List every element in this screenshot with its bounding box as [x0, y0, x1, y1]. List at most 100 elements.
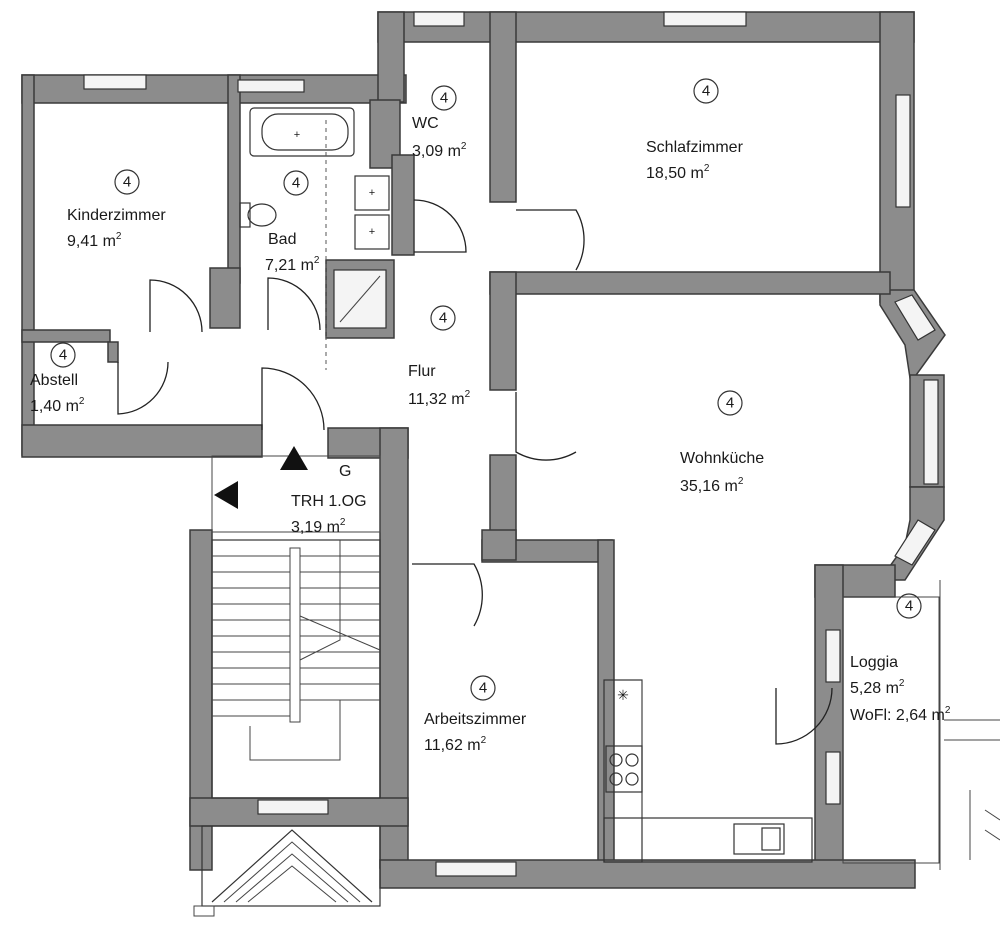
wall-flur-wohn-a — [489, 271, 517, 391]
room-badge-text: 4 — [702, 83, 710, 100]
room-wohnkueche: 4 Wohnküche 35,16 m2 — [680, 390, 764, 495]
room-area: 3,09 m2 — [412, 141, 467, 160]
svg-text:+: + — [369, 226, 375, 238]
window-stair — [257, 799, 329, 815]
room-labels: 4 Kinderzimmer 9,41 m2 4 Bad 7,21 m2 4 W… — [30, 78, 951, 754]
room-badge — [431, 85, 457, 111]
door-abstell — [117, 361, 169, 415]
fixtures: + + + ✳ — [239, 107, 1000, 870]
room-badge-text: 4 — [123, 174, 131, 191]
kitchen-counter-bottom — [603, 817, 813, 863]
window-bay-2 — [923, 379, 939, 485]
room-area: 35,16 m2 — [680, 476, 744, 495]
door-kinder — [149, 279, 203, 333]
room-badge-text: G — [339, 463, 351, 480]
wall-kinder-bottom-a — [21, 329, 111, 343]
room-trh: G TRH 1.OG 3,19 m2 — [291, 463, 367, 536]
room-loggia: 4 Loggia 5,28 m2 WoFl: 2,64 m2 — [850, 593, 951, 724]
room-name: Abstell — [30, 372, 78, 389]
room-name: WC — [412, 115, 439, 132]
bathtub — [249, 107, 355, 157]
door-wc — [413, 199, 467, 253]
bathtub-inner — [261, 113, 349, 151]
loggia-outline — [842, 596, 940, 864]
door-trh — [261, 367, 325, 431]
room-arbeitszimmer: 4 Arbeitszimmer 11,62 m2 — [424, 675, 527, 754]
room-area: 1,40 m2 — [30, 396, 85, 415]
room-badge — [693, 78, 719, 104]
room-name: TRH 1.OG — [291, 493, 367, 510]
toilet-bowl — [247, 203, 277, 227]
room-area: 11,62 m2 — [424, 735, 487, 754]
room-name: Bad — [268, 231, 296, 248]
room-badge-text: 4 — [905, 598, 913, 615]
entry-arrow-up — [280, 446, 308, 470]
stair-box — [211, 539, 381, 799]
wall-loggia-left — [814, 564, 844, 866]
window-loggia-1 — [825, 629, 841, 683]
entry-arrow-left — [214, 481, 238, 509]
room-badge-text: 4 — [440, 90, 448, 107]
room-area: 9,41 m2 — [67, 231, 122, 250]
room-name: Schlafzimmer — [646, 139, 744, 156]
room-area: 7,21 m2 — [265, 255, 320, 274]
window-schlaf — [663, 11, 747, 27]
window-arbeit — [435, 861, 517, 877]
door-wohn — [515, 392, 577, 461]
window-kinder — [83, 74, 147, 90]
room-name: Kinderzimmer — [67, 207, 166, 224]
sink-1 — [354, 175, 390, 211]
room-badge — [114, 169, 140, 195]
wall-trh-right — [379, 427, 409, 869]
wall-kinder-right — [227, 74, 241, 284]
wall-top-left — [21, 74, 407, 104]
window-schlaf-right — [895, 94, 911, 208]
room-badge-text: 4 — [59, 347, 67, 364]
window-bay-1 — [894, 294, 936, 341]
sink-2 — [354, 214, 390, 250]
wall-arbeit-right — [597, 539, 615, 871]
room-badge-text: 4 — [439, 310, 447, 327]
svg-text:✳: ✳ — [617, 687, 629, 703]
room-badge — [283, 170, 309, 196]
svg-text:+: + — [294, 129, 300, 141]
room-area: 18,50 m2 — [646, 163, 710, 182]
door-bad — [267, 277, 321, 331]
window-loggia-2 — [825, 751, 841, 805]
room-badge — [896, 593, 922, 619]
room-badge-text: 4 — [479, 680, 487, 697]
room-area: 5,28 m2 — [850, 678, 905, 697]
room-badge — [430, 305, 456, 331]
room-bad: 4 Bad 7,21 m2 — [265, 170, 320, 274]
room-area: 11,32 m2 — [408, 389, 471, 408]
room-badge — [717, 390, 743, 416]
window-bay-3 — [894, 519, 936, 566]
room-badge-text: 4 — [726, 395, 734, 412]
walls — [21, 11, 946, 889]
window-wc — [413, 11, 465, 27]
room-area: 3,19 m2 — [291, 517, 346, 536]
wall-bad-right — [391, 154, 415, 256]
window-bad — [237, 79, 305, 93]
toilet-tank — [239, 202, 251, 228]
room-name: Flur — [408, 363, 436, 380]
exterior-stair — [201, 825, 381, 907]
room-name: Arbeitszimmer — [424, 711, 527, 728]
wall-kinder-corner — [209, 267, 241, 329]
door-loggia — [775, 687, 833, 745]
stairs — [193, 446, 381, 917]
wall-wc-step — [377, 11, 405, 103]
room-badge-text: 4 — [292, 175, 300, 192]
kitchen-sink — [733, 823, 785, 855]
room-schlafzimmer: 4 Schlafzimmer 18,50 m2 — [646, 78, 744, 182]
room-abstell: 4 Abstell 1,40 m2 — [30, 342, 85, 415]
wall-bottom-left — [21, 424, 263, 458]
room-extra: WoFl: 2,64 m2 — [850, 705, 951, 724]
room-badge — [470, 675, 496, 701]
svg-text:+: + — [369, 187, 375, 199]
room-flur: 4 Flur 11,32 m2 — [408, 305, 471, 408]
door-arbeit — [412, 563, 483, 627]
stove — [605, 745, 643, 793]
room-wc: 4 WC 3,09 m2 — [412, 85, 467, 160]
